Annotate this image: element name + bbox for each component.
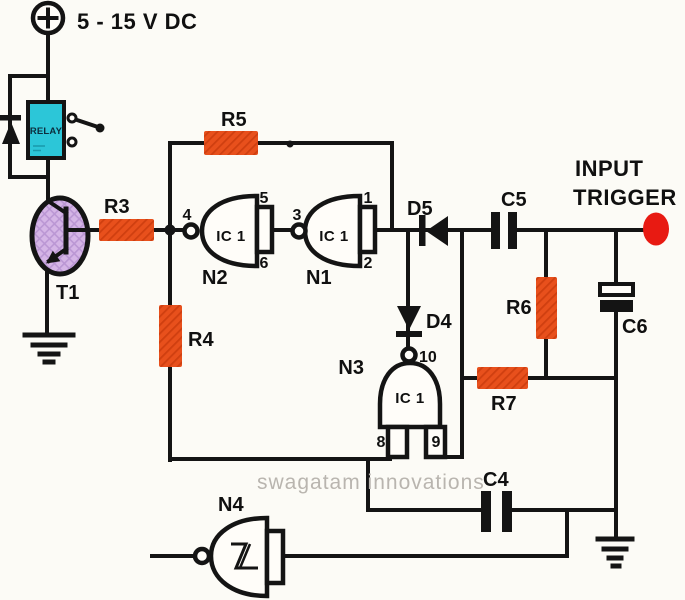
diode-d4-label: D4 (426, 311, 452, 333)
capacitor-c6: C6 (598, 282, 648, 338)
n2-pin5: 5 (260, 190, 269, 207)
resistor-r5: R5 (204, 109, 258, 155)
n4-label: N4 (218, 494, 244, 516)
power-source: 5 - 15 V DC (30, 0, 197, 36)
resistor-r3-label: R3 (104, 196, 130, 218)
relay-label: RELAY (30, 126, 63, 137)
nand-gate-n1: IC 1 3 1 2 N1 (290, 190, 378, 289)
input-trigger-terminal: INPUT TRIGGER (573, 156, 677, 246)
resistor-r5-label: R5 (221, 109, 247, 131)
junction-dot-top (286, 140, 294, 148)
resistor-r6: R6 (506, 277, 557, 339)
junction-dot (164, 224, 176, 236)
relay-freewheel-diode (0, 115, 21, 144)
resistor-r4-label: R4 (188, 329, 214, 351)
capacitor-c6-label: C6 (622, 316, 648, 338)
capacitor-c4-label: C4 (483, 469, 509, 491)
wires (8, 31, 646, 558)
capacitor-c4: C4 (481, 469, 512, 532)
input-trigger-line2: TRIGGER (573, 185, 677, 210)
relay: RELAY (26, 100, 66, 160)
n1-pin1: 1 (364, 190, 373, 207)
resistor-r3: R3 (99, 196, 154, 241)
n4-output-bubble-icon (192, 546, 212, 566)
trigger-terminal-dot (643, 212, 669, 246)
watermark-text: swagatam innovations (257, 471, 485, 494)
n1-ic-label: IC 1 (319, 228, 349, 245)
nand-gate-n2: IC 1 4 5 6 N2 (182, 190, 275, 289)
n1-pin3: 3 (293, 207, 302, 224)
diode-d4: D4 (396, 306, 452, 337)
resistor-r6-label: R6 (506, 297, 532, 319)
resistor-r7-label: R7 (491, 393, 517, 415)
n1-output-bubble-icon (290, 222, 308, 240)
n2-output-bubble-icon (182, 222, 200, 240)
n3-label: N3 (338, 357, 364, 379)
n3-pin8: 8 (377, 434, 386, 451)
capacitor-c5: C5 (491, 189, 527, 249)
schmitt-trigger-icon (231, 542, 258, 570)
capacitor-c5-label: C5 (501, 189, 527, 211)
transistor-t1: T1 (29, 195, 91, 304)
n2-pin6: 6 (260, 255, 269, 272)
n2-label: N2 (202, 267, 228, 289)
n1-pin2: 2 (364, 255, 373, 272)
diode-d5-label: D5 (407, 198, 433, 220)
n3-pin9: 9 (432, 434, 441, 451)
power-label: 5 - 15 V DC (77, 9, 197, 34)
n3-output-bubble-icon (400, 346, 418, 364)
n2-pin4: 4 (183, 207, 192, 224)
n2-ic-label: IC 1 (216, 228, 246, 245)
ground-symbol-right (595, 536, 635, 569)
input-trigger-line1: INPUT (575, 156, 644, 181)
resistor-r7: R7 (477, 367, 528, 415)
diode-d5: D5 (407, 198, 448, 246)
nand-gate-n4: N4 (192, 494, 286, 599)
ground-symbol-left (22, 332, 76, 365)
n3-pin10: 10 (419, 349, 437, 366)
n3-ic-label: IC 1 (395, 390, 425, 407)
nand-gate-n3: IC 1 10 8 9 N3 (338, 346, 448, 460)
n1-label: N1 (306, 267, 332, 289)
relay-contacts-icon (66, 112, 105, 148)
transistor-label: T1 (56, 282, 79, 304)
resistor-r4: R4 (159, 305, 214, 367)
